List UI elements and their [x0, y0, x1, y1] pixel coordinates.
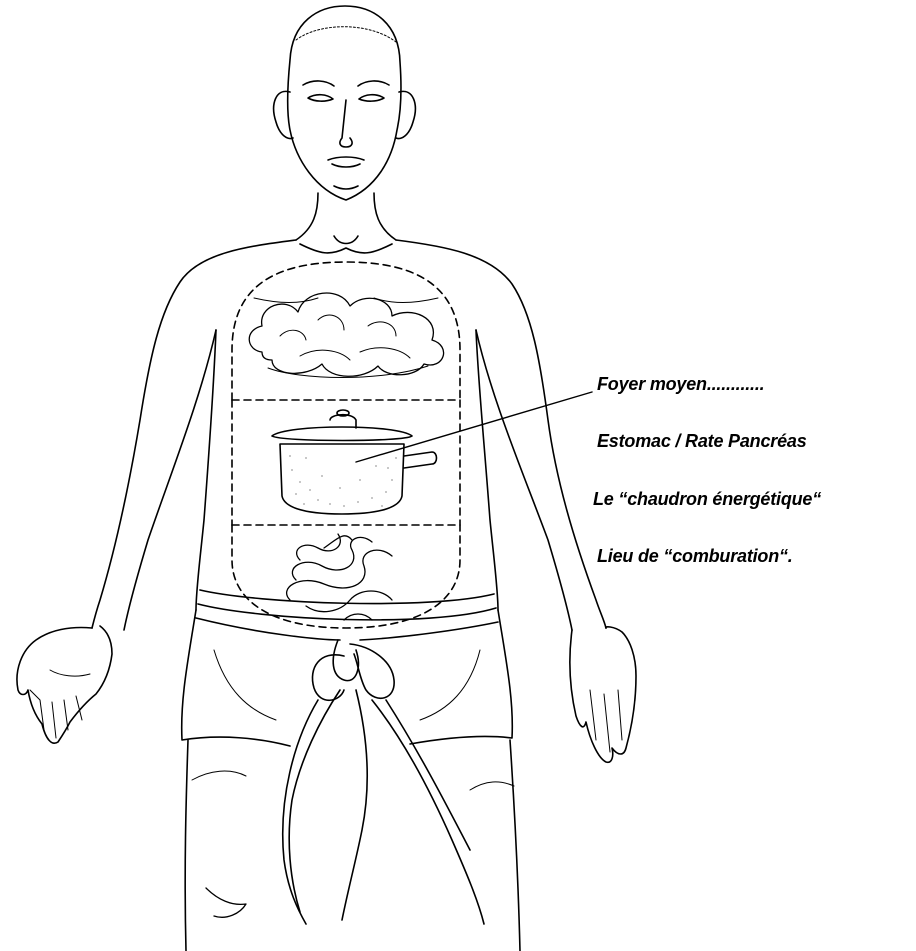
organ-outline	[232, 262, 460, 628]
rope-belt-icon	[196, 590, 498, 924]
right-hand-drawing	[570, 627, 636, 763]
head-drawing	[274, 6, 416, 200]
left-hand-drawing	[17, 626, 112, 743]
label-lieu-comburation: Lieu de “comburation“.	[597, 546, 793, 567]
pointer-line	[356, 392, 592, 462]
label-estomac-rate-pancreas: Estomac / Rate Pancréas	[597, 431, 807, 452]
steam-icon	[287, 534, 392, 620]
cooking-pot-icon	[272, 410, 437, 514]
cloud-icon	[249, 293, 443, 377]
label-foyer-moyen: Foyer moyen............	[597, 374, 764, 395]
label-chaudron-energetique: Le “chaudron énergétique“	[593, 489, 821, 510]
loincloth-drawing	[182, 610, 520, 951]
